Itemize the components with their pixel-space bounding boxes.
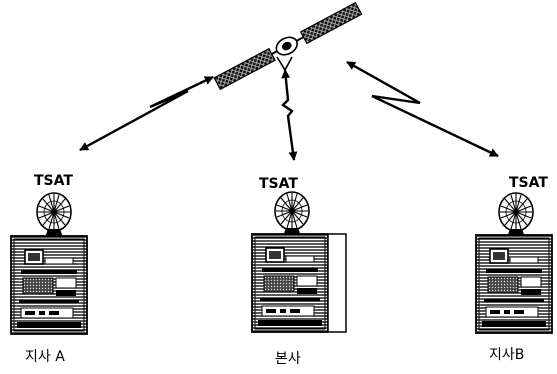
branch-a-station (10, 192, 88, 335)
computer-terminal-icon (475, 234, 553, 334)
headquarters-station (251, 191, 347, 333)
satellite-icon (213, 1, 363, 91)
computer-terminal-icon (251, 233, 329, 333)
satellite-dish-icon (498, 192, 534, 241)
site-label-branch-b: 지사B (489, 347, 525, 363)
branch-b-station (475, 192, 553, 334)
link-satellite-branch-b (346, 60, 499, 158)
link-satellite-headquarters (281, 69, 298, 161)
tsat-label-branch-a: TSAT (34, 173, 73, 189)
tsat-label-headquarters: TSAT (259, 176, 298, 192)
computer-terminal-icon (10, 235, 88, 335)
satellite-dish-icon (36, 192, 72, 241)
link-satellite-branch-a (79, 75, 214, 152)
tsat-label-branch-b: TSAT (509, 175, 548, 191)
satellite-dish-icon (274, 191, 310, 240)
site-label-branch-a: 지사 A (25, 349, 65, 365)
site-label-headquarters: 본사 (275, 351, 301, 367)
